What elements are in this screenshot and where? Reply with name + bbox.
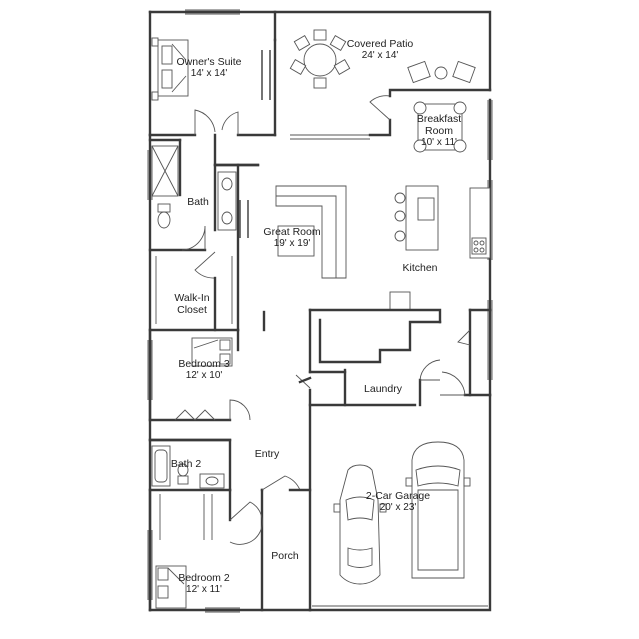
kitchen-label: Kitchen: [395, 262, 445, 274]
bath-2-walls: [148, 438, 232, 492]
owners-door: [194, 109, 216, 135]
owners-suite-dims: 14' x 14': [190, 68, 228, 79]
laundry-label: Laundry: [355, 383, 411, 395]
bath-2-label: Bath 2: [166, 458, 206, 470]
refrigerator-icon: [389, 291, 411, 311]
garage-car-sedan-icon: [333, 464, 387, 585]
owners-bed-icon: [151, 37, 189, 101]
patio-table-icon: [289, 29, 351, 89]
breakfast-room-dims: 10' x 11': [421, 137, 457, 148]
walk-in-closet-name-2: Closet: [177, 304, 207, 316]
great-room-name: Great Room: [263, 226, 321, 238]
breakfast-table-icon: [413, 101, 467, 153]
walk-in-closet-name-1: Walk-In: [174, 292, 210, 304]
garage-door-swing: [440, 371, 466, 396]
bath-name: Bath: [187, 196, 209, 208]
bedroom-2-bed-icon: [155, 565, 187, 609]
bedroom-3-dims: 12' x 10': [185, 370, 223, 381]
great-room-dims: 19' x 19': [273, 238, 311, 249]
laundry-walls: [308, 308, 492, 407]
owners-closet-door: [221, 111, 239, 135]
porch-label: Porch: [264, 550, 306, 562]
bedroom-2-walls: [148, 488, 264, 612]
bedroom-3-bed-icon: [191, 337, 233, 367]
patio-door: [369, 95, 391, 121]
pantry-door: [457, 329, 471, 346]
bath-label: Bath: [180, 196, 216, 208]
bedroom-2-door: [229, 501, 263, 545]
closet-bifold: [174, 409, 216, 421]
covered-patio-label: Covered Patio 24' x 14': [340, 38, 420, 62]
toilet-2-icon: [177, 463, 189, 485]
laundry-name: Laundry: [364, 383, 402, 395]
bedroom-3-label: Bedroom 3 12' x 10': [168, 358, 240, 382]
covered-patio-name: Covered Patio: [346, 38, 414, 50]
entry-name: Entry: [254, 448, 280, 460]
garage-label: 2-Car Garage 20' x 23': [358, 490, 438, 514]
bath-walls: [148, 133, 240, 332]
closet-door: [194, 251, 216, 279]
owners-suite-name: Owner's Suite: [176, 56, 242, 68]
garage-dims: 20' x 23': [379, 502, 417, 513]
entry-label: Entry: [248, 448, 286, 460]
bedroom-2-name: Bedroom 2: [178, 572, 230, 584]
breakfast-room-name-1: Breakfast: [416, 113, 462, 125]
breakfast-room-label: Breakfast Room 10' x 11': [408, 113, 470, 149]
walk-in-closet-label: Walk-In Closet: [162, 292, 222, 316]
laundry-door: [419, 359, 441, 381]
covered-patio-dims: 24' x 14': [361, 50, 399, 61]
patio-chairs-icon: [407, 60, 476, 84]
breakfast-room-name-2: Room: [424, 125, 453, 137]
bath-door: [181, 225, 206, 251]
bedroom-3-name: Bedroom 3: [178, 358, 230, 370]
bath-2-name: Bath 2: [170, 458, 202, 470]
owners-suite-label: Owner's Suite 14' x 14': [168, 56, 250, 80]
garage-car-suv-icon: [405, 441, 471, 579]
closet-walls: [148, 256, 240, 332]
vanity-icon: [217, 171, 237, 231]
bedroom-2-label: Bedroom 2 12' x 11': [168, 572, 240, 596]
kitchen-name: Kitchen: [402, 262, 438, 274]
sectional-sofa-icon: [275, 185, 347, 279]
porch-name: Porch: [271, 550, 299, 562]
tub-icon: [151, 445, 171, 487]
bedroom-2-dims: 12' x 11': [186, 584, 222, 595]
garage-name: 2-Car Garage: [365, 490, 431, 502]
entry-door: [261, 475, 301, 491]
toilet-icon: [157, 203, 171, 229]
sink-2-icon: [199, 473, 225, 489]
great-room-label: Great Room 19' x 19': [254, 226, 330, 250]
kitchen-counter-icon: [469, 187, 491, 259]
kitchen-island-icon: [394, 185, 439, 251]
bedroom-3-door: [229, 399, 251, 421]
shower-icon: [151, 145, 179, 197]
